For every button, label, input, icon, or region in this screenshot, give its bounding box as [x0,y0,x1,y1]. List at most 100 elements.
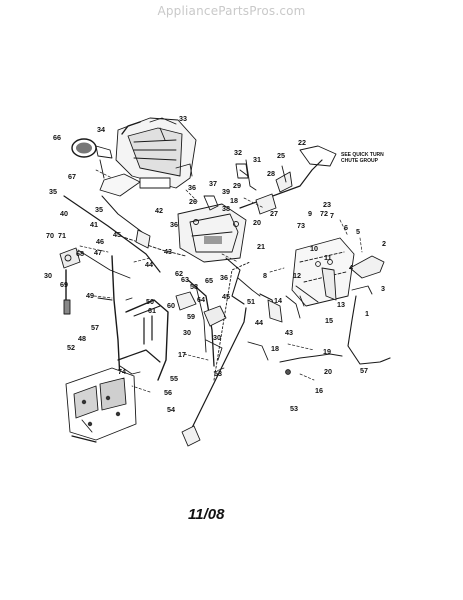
callout-30: 30 [183,328,191,337]
callout-11: 11 [324,253,332,262]
callout-36: 36 [220,273,228,282]
callout-57: 57 [91,323,99,332]
callout-48: 48 [78,334,86,343]
callout-45: 45 [113,230,121,239]
dash-panel [177,195,247,263]
callout-8: 8 [263,271,267,280]
callout-23: 23 [323,200,331,209]
callout-31: 31 [253,155,261,164]
callout-34: 34 [97,125,105,134]
callout-55: 55 [170,374,178,383]
callout-35: 35 [95,205,103,214]
callout-21: 21 [257,242,265,251]
callout-17: 17 [178,350,186,359]
callout-61: 61 [148,306,156,315]
pivot-assembly [59,247,81,315]
callout-3: 3 [381,284,385,293]
callout-1: 1 [365,309,369,318]
callout-49: 49 [86,291,94,300]
callout-73: 73 [297,221,305,230]
callout-4: 4 [349,263,353,272]
note-line-1: SEE QUICK TURN [341,152,384,158]
callout-19: 19 [323,347,331,356]
callout-25: 25 [277,151,285,160]
callout-38: 38 [222,204,230,213]
callout-44: 44 [145,260,153,269]
callout-66: 66 [53,133,61,142]
callout-9: 9 [308,209,312,218]
callout-40: 40 [60,209,68,218]
callout-2: 2 [382,239,386,248]
callout-12: 12 [293,271,301,280]
callout-33: 33 [179,114,187,123]
callout-27: 27 [270,209,278,218]
callout-32: 32 [234,148,242,157]
callout-13: 13 [337,300,345,309]
callout-42: 42 [155,206,163,215]
callout-6: 6 [344,223,348,232]
cable-assembly [347,295,391,365]
upper-handle [63,195,187,279]
callout-36: 36 [170,220,178,229]
callout-51: 51 [247,297,255,306]
callout-59: 59 [187,312,195,321]
callout-71: 71 [58,231,66,240]
callout-69: 69 [60,280,68,289]
callout-22: 22 [298,138,306,147]
chute-group-note: SEE QUICK TURN CHUTE GROUP [341,152,385,164]
callout-26: 26 [189,197,197,206]
callout-43: 43 [285,328,293,337]
callout-14: 14 [274,296,282,305]
callout-41: 41 [90,220,98,229]
callout-58: 58 [190,282,198,291]
callout-56: 56 [164,388,172,397]
callout-64: 64 [197,295,205,304]
chute-crank [235,145,337,215]
watermark-text: AppliancePartsPros.com [157,4,306,18]
right-control-bracket [285,237,355,319]
callout-53: 53 [290,404,298,413]
shift-lever [349,255,385,279]
callout-63: 63 [181,275,189,284]
callout-15: 15 [325,316,333,325]
callout-67: 67 [68,172,76,181]
callout-28: 28 [267,169,275,178]
callout-10: 10 [310,244,318,253]
callout-52: 52 [67,343,75,352]
callout-18: 18 [271,344,279,353]
callout-46: 46 [96,237,104,246]
drive-rod [187,307,247,437]
callout-53: 53 [214,369,222,378]
callout-44: 44 [255,318,263,327]
callout-68: 68 [76,249,84,258]
callout-30: 30 [44,271,52,280]
engine-housing [115,117,197,189]
callout-35: 35 [49,187,57,196]
callout-18: 18 [230,196,238,205]
note-line-2: CHUTE GROUP [341,158,379,164]
callout-16: 16 [315,386,323,395]
callout-45: 45 [222,292,230,301]
callout-54: 54 [167,405,175,414]
callout-43: 43 [164,247,172,256]
callout-50: 50 [146,297,154,306]
callout-72: 72 [320,209,328,218]
callout-57: 57 [360,366,368,375]
callout-36: 36 [188,183,196,192]
callout-47: 47 [94,248,102,257]
callout-62: 62 [175,269,183,278]
callout-60: 60 [167,301,175,310]
callout-7: 7 [330,211,334,220]
callout-20: 20 [253,218,261,227]
revision-date: 11/08 [188,506,225,523]
callout-5: 5 [356,227,360,236]
callout-39: 39 [222,187,230,196]
callout-74: 74 [118,367,126,376]
callout-20: 20 [324,367,332,376]
frame-plate [65,367,137,443]
lower-handle [97,255,169,381]
callout-37: 37 [209,179,217,188]
callout-29: 29 [233,181,241,190]
